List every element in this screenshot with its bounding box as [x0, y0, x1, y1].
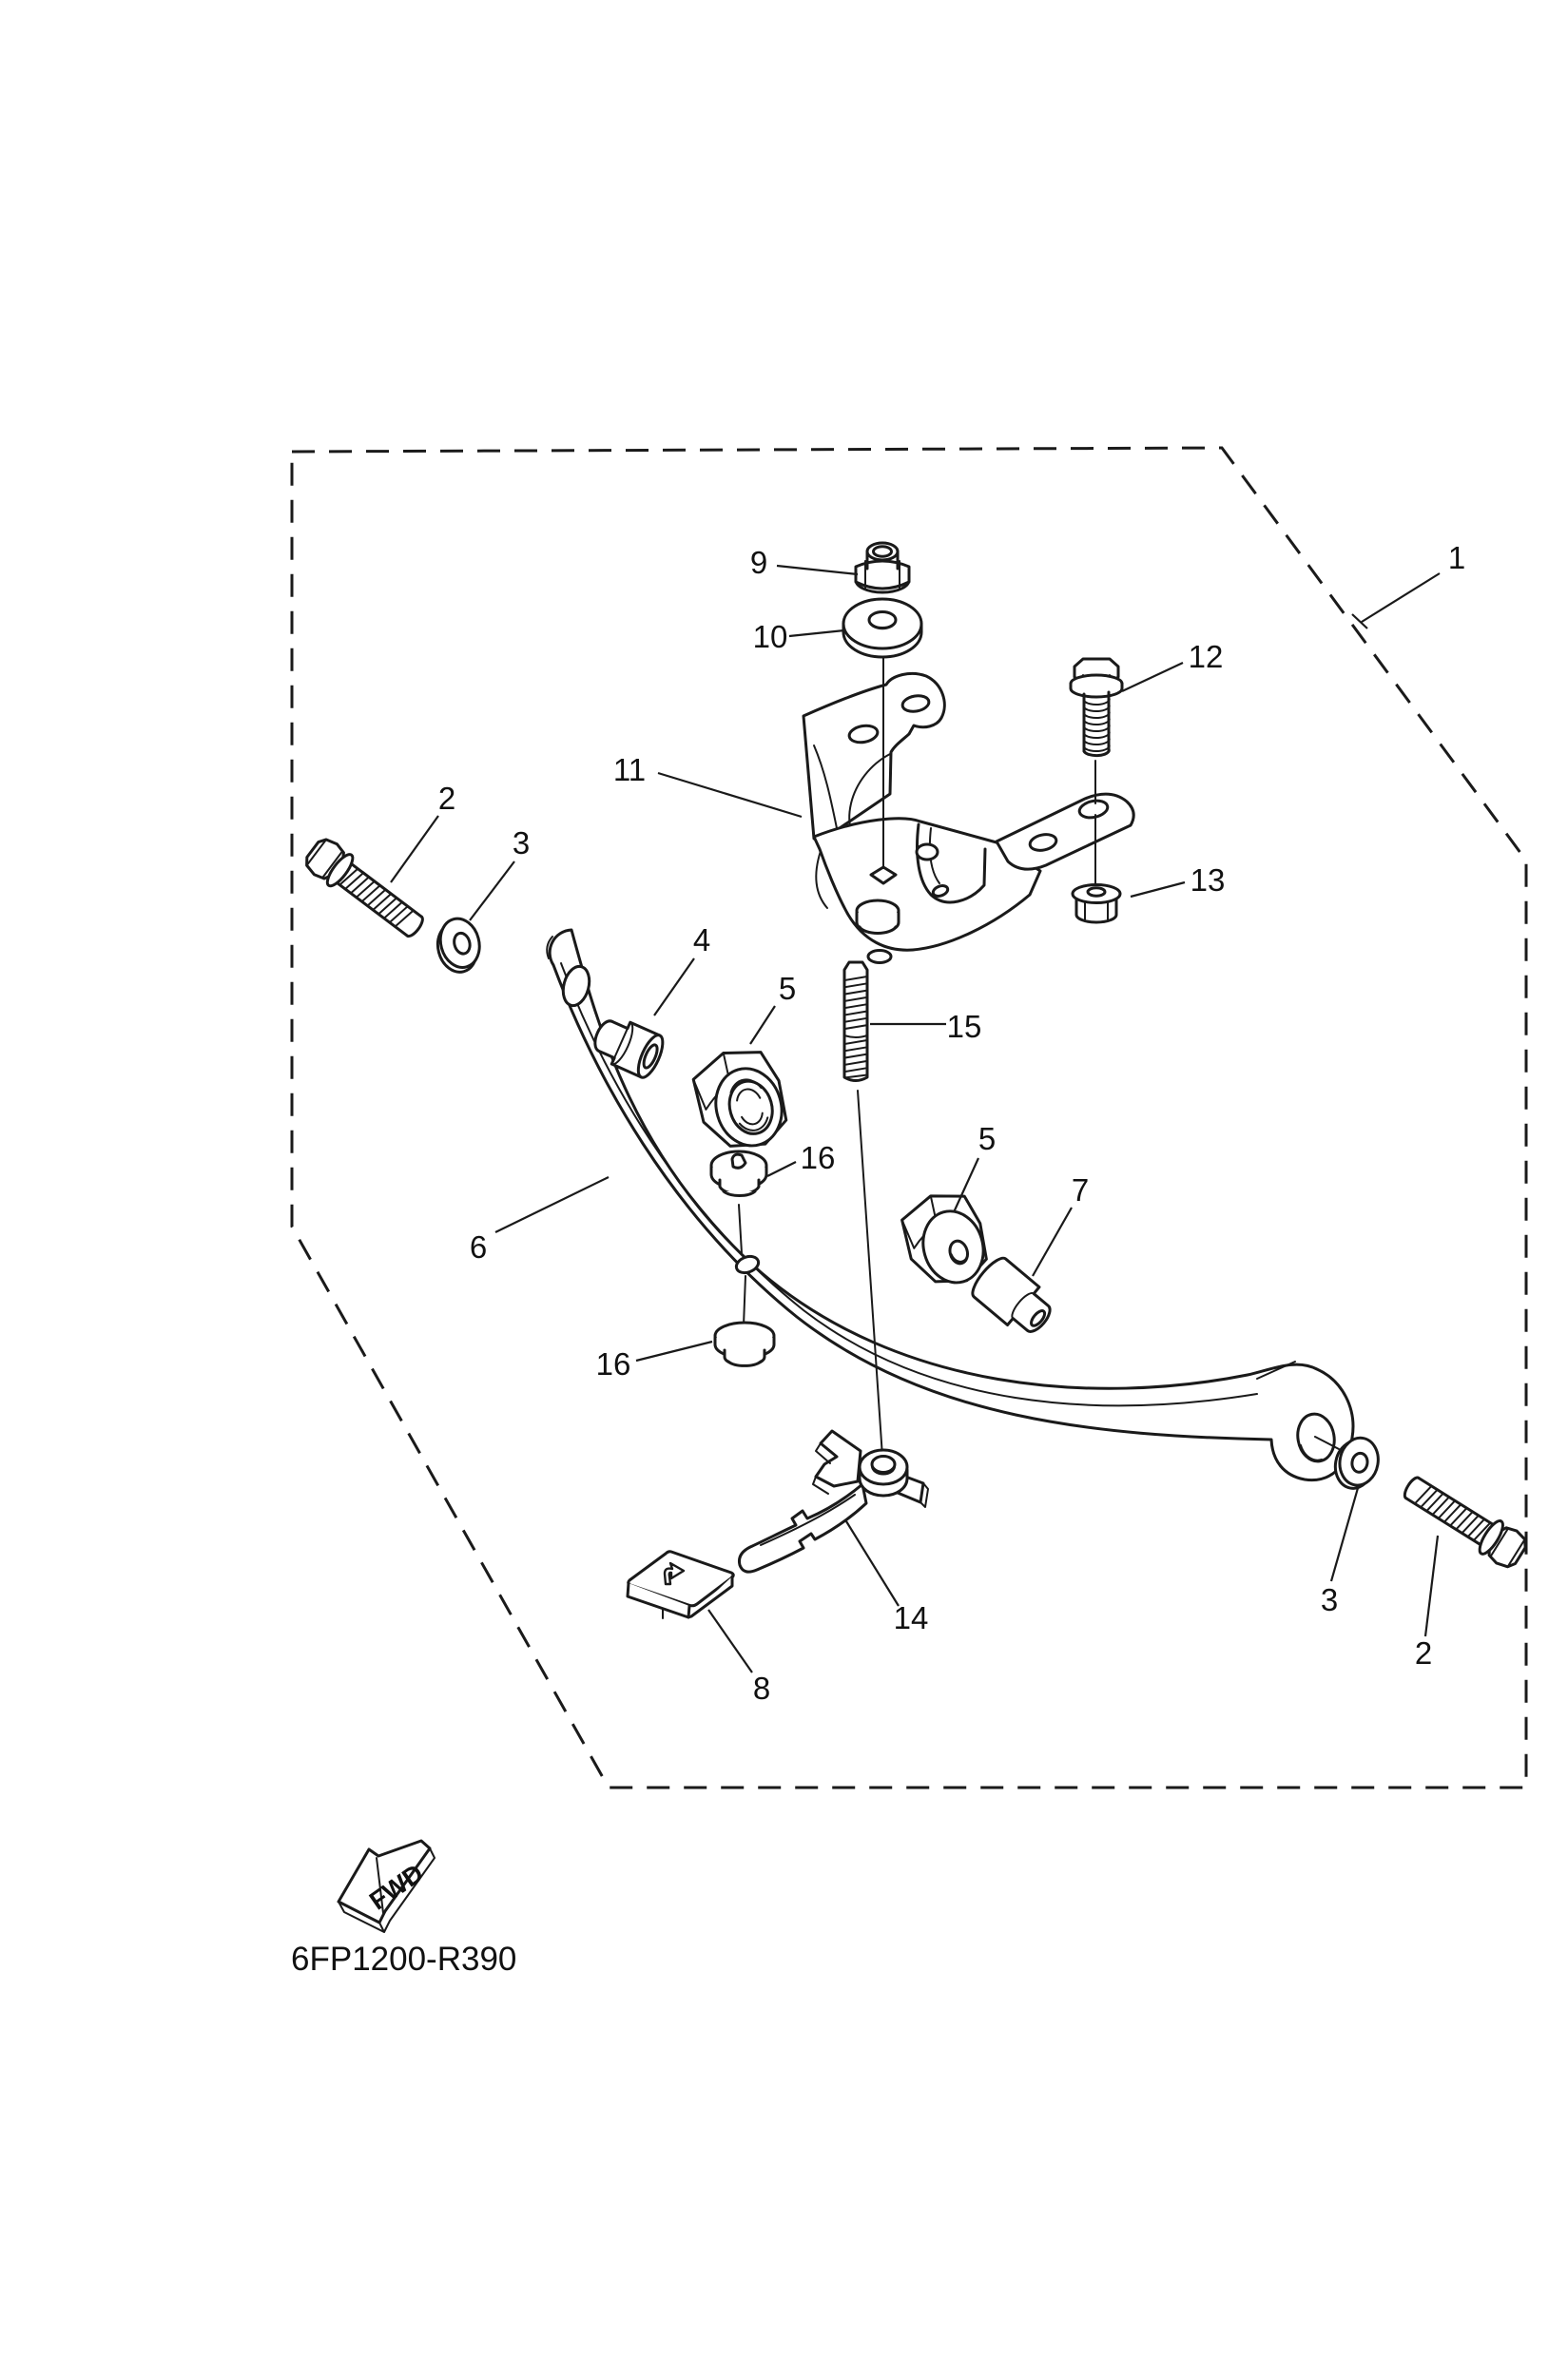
- callout-12: 12: [1189, 639, 1224, 674]
- part-5-lock-nut-left: [691, 1051, 788, 1148]
- bracket-grommet: [855, 899, 900, 964]
- part-10-washer: [842, 597, 923, 659]
- centerline-stud-to-lever: [857, 1090, 883, 1458]
- part-3-washer-right: [1333, 1436, 1380, 1490]
- part-12-flange-bolt: [1069, 657, 1124, 758]
- callout-16-upper: 16: [801, 1140, 836, 1175]
- part-3-washer-left: [436, 917, 481, 974]
- centerline-grommet-upper: [738, 1204, 743, 1254]
- centerline-arm-to-washer: [1314, 1436, 1340, 1450]
- part-4-collar: [593, 1019, 665, 1079]
- callout-3-right: 3: [1321, 1582, 1338, 1617]
- part-15-stud: [842, 960, 869, 1082]
- callout-6: 6: [470, 1229, 487, 1265]
- part-16-grommet-lower: [713, 1321, 776, 1367]
- damper-arrow-emblem: [663, 1561, 686, 1586]
- part-8-damper-rubber: [626, 1550, 735, 1619]
- callout-9: 9: [750, 545, 767, 580]
- part-14-shift-lever: [738, 1429, 929, 1574]
- part-16-grommet-upper: [709, 1150, 768, 1198]
- centerline-grommet-lower: [743, 1275, 746, 1326]
- callout-13: 13: [1191, 862, 1226, 898]
- callout-2-left: 2: [438, 781, 455, 816]
- kit-boundary: [290, 446, 1528, 1789]
- callout-5-left: 5: [779, 971, 796, 1006]
- part-9-lock-nut: [854, 541, 911, 594]
- callout-7: 7: [1072, 1172, 1089, 1208]
- part-2-bolt-left: [300, 833, 432, 946]
- part-2-bolt-right: [1396, 1467, 1532, 1574]
- fwd-arrow: FWD: [337, 1839, 436, 1933]
- part-5-lock-nut-right: [900, 1194, 988, 1285]
- drawing-code: 6FP1200-R390: [291, 1941, 516, 1978]
- leader-lines: [390, 564, 1441, 1673]
- callout-11: 11: [613, 752, 646, 787]
- callout-4: 4: [693, 922, 710, 957]
- callout-10: 10: [753, 619, 788, 654]
- callout-15: 15: [947, 1009, 982, 1044]
- callouts: 9 10 11 12 13 1 2 3 4 5 15 16 5 7 6 16 1…: [438, 540, 1465, 1706]
- callout-3-left: 3: [513, 825, 530, 860]
- part-6-curved-arm: [546, 928, 1355, 1482]
- callout-2-right: 2: [1415, 1635, 1432, 1671]
- part-7-bushing: [971, 1256, 1052, 1333]
- callout-8: 8: [753, 1671, 770, 1706]
- part-11-bracket: [802, 671, 1135, 964]
- callout-5-right: 5: [978, 1121, 996, 1156]
- callout-16-lower: 16: [596, 1346, 631, 1382]
- part-13-flange-nut: [1071, 883, 1122, 924]
- callout-14: 14: [894, 1600, 929, 1635]
- callout-1: 1: [1448, 540, 1465, 575]
